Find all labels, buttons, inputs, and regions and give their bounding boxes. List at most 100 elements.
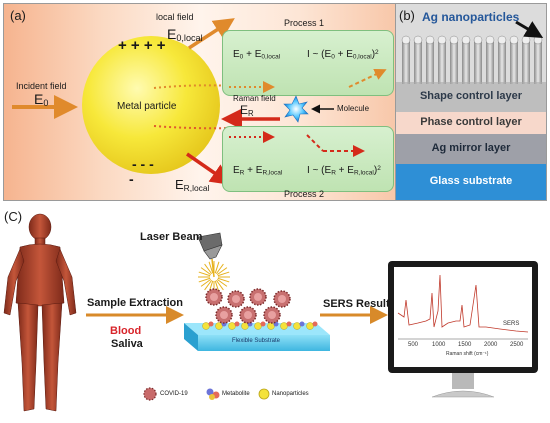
ag-nanorod <box>426 40 434 84</box>
ag-nanorod <box>402 40 410 84</box>
p2-left-e: E <box>233 165 240 176</box>
incident-field-label: Incident field <box>16 81 67 91</box>
laser-ray <box>200 278 212 287</box>
shape-control-label: Shape control layer <box>419 90 523 102</box>
panel-b-graphics <box>396 4 546 200</box>
ag-nanorod-cap <box>473 35 483 45</box>
ag-nanorod-cap <box>449 35 459 45</box>
p1-left-sub2: 0,local <box>261 53 281 61</box>
molecule-icon <box>283 95 309 123</box>
nanoparticle <box>306 322 314 330</box>
legend-metabolite-icon <box>206 388 220 400</box>
laser-ray <box>204 279 213 291</box>
ag-nanorod <box>498 40 506 84</box>
shape-control-layer <box>396 82 546 112</box>
panel-a-tag: (a) <box>10 8 26 23</box>
p1-left-e: E <box>233 49 240 60</box>
er-symbol: E <box>240 103 249 117</box>
process-1-dotted-arrow-out <box>348 68 387 88</box>
laser-ray <box>215 279 224 291</box>
spectrum-tick-500: 500 <box>408 342 419 348</box>
spectrum-tick-2500: 2500 <box>510 342 524 348</box>
legend-nanoparticle-icon <box>258 388 270 400</box>
p1-right-sub: 0 <box>331 53 335 61</box>
flexible-substrate-face <box>198 335 330 351</box>
laser-ray <box>216 267 228 276</box>
e0-subscript: 0 <box>43 98 49 108</box>
p2-right-mid: + E <box>335 165 354 176</box>
nanoparticle-pointer-arrow <box>515 20 544 39</box>
ag-nanorod-cap <box>485 35 495 45</box>
ag-nanoparticles-label: Ag nanoparticles <box>422 10 520 24</box>
metabolite <box>234 321 240 327</box>
raman-graphics <box>221 95 334 130</box>
metabolite <box>208 321 214 327</box>
laser-ray <box>198 271 211 277</box>
panel-c-tag: (C) <box>4 209 23 224</box>
local-field-caption: local field <box>156 12 194 22</box>
ag-nanorod-cap <box>461 35 471 45</box>
blood-label: Blood <box>110 325 142 337</box>
p2-right-start: I ~ (E <box>307 165 332 176</box>
process-1-box: E0 + E0,local I ~ (E0 + E0,local)2 <box>222 30 394 96</box>
flexible-substrate-label: Flexible Substrate <box>232 338 281 344</box>
covid-virus-core <box>268 311 276 319</box>
covid-virus-core <box>210 293 218 301</box>
nanoparticle <box>228 322 236 330</box>
e0-symbol: E <box>34 91 44 107</box>
p2-right-sub: R <box>331 169 336 177</box>
covid-virus-core <box>232 295 240 303</box>
p1-left-sub: 0 <box>239 53 244 61</box>
ag-nanorod <box>450 40 458 84</box>
p1-right-end: ) <box>371 49 376 60</box>
covid-virus-core <box>220 311 228 319</box>
glass-substrate-layer <box>396 164 546 200</box>
flexible-substrate-front <box>184 323 198 351</box>
molecule-label: Molecule <box>337 104 370 113</box>
p1-right-start: I ~ (E <box>307 49 332 60</box>
covid-virus-core <box>254 293 262 301</box>
p2-left-mid: + E <box>244 165 263 176</box>
local-field-arrow-bottom <box>186 152 232 185</box>
ag-nanorod-cap <box>533 35 543 45</box>
p1-right-mid: + E <box>334 49 353 60</box>
laser-ray <box>208 261 214 274</box>
process-1-arrows <box>229 68 387 93</box>
ag-nanorod <box>414 40 422 84</box>
nanoparticle <box>202 322 210 330</box>
laser-ray <box>217 271 230 277</box>
process-2-box: ER + ER,local I ~ (ER + ER,local)2 <box>222 126 394 192</box>
process-2-dashed-arrow-out <box>306 134 324 152</box>
laser-ray <box>200 267 212 276</box>
metabolite <box>286 321 292 327</box>
laser-burst <box>198 258 230 293</box>
ag-nanorod-cap <box>425 35 435 45</box>
human-anatomy-figure <box>3 213 77 412</box>
ag-nanorod-cap <box>521 35 531 45</box>
ag-nanorod <box>486 40 494 84</box>
laser-ray <box>215 263 224 275</box>
e0-local-symbol: E <box>167 26 177 42</box>
spectrum-tick-1000: 1000 <box>432 342 446 348</box>
ag-mirror-label: Ag mirror layer <box>431 142 511 154</box>
metal-particle <box>82 36 220 174</box>
ag-nanorod-cap <box>497 35 507 45</box>
glass-substrate-label: Glass substrate <box>429 175 513 187</box>
p2-right-sub2: R,local <box>353 169 374 177</box>
sers-spectrum-line <box>397 274 529 333</box>
ag-nanorod <box>522 40 530 84</box>
sers-result-label: SERS Result <box>323 298 390 310</box>
laser-ray <box>198 277 211 283</box>
ag-nanorod <box>474 40 482 84</box>
laser-head-icon <box>197 232 223 260</box>
sample-extraction-label: Sample Extraction <box>87 297 183 309</box>
ag-mirror-layer <box>396 134 546 164</box>
minus-charges-row1: - - - <box>132 156 154 172</box>
spectrum-series-label: SERS <box>503 321 520 327</box>
phase-control-layer <box>396 112 546 134</box>
panel-c-workflow: (C) <box>0 205 550 423</box>
plus-charges: + + + + <box>118 37 166 54</box>
laser-ray <box>204 263 213 275</box>
er-local-subscript: R,local <box>183 183 210 193</box>
er-local-label: ER,local <box>175 177 209 193</box>
